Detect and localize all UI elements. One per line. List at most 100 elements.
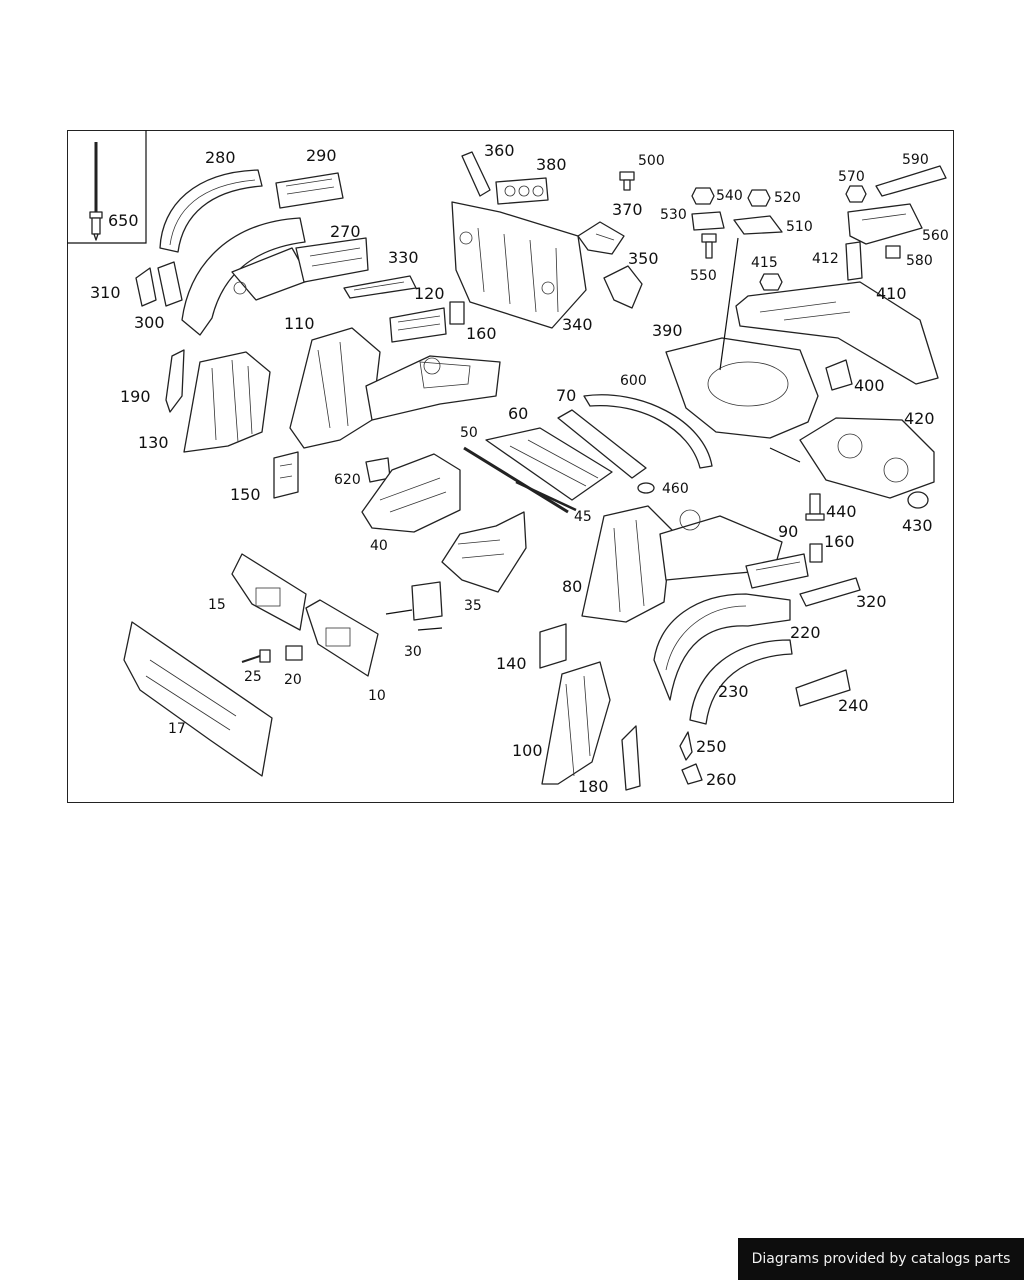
part-20-clip[interactable] <box>285 645 303 661</box>
part-500-bolt[interactable] <box>619 171 635 191</box>
label-230: 230 <box>718 682 749 701</box>
label-310: 310 <box>90 283 121 302</box>
label-160-a: 160 <box>466 324 497 343</box>
part-140-plate[interactable] <box>539 623 567 669</box>
part-160-block-b[interactable] <box>809 543 823 563</box>
label-140: 140 <box>496 654 527 673</box>
part-590-strip[interactable] <box>875 165 947 197</box>
part-520-nut[interactable] <box>747 189 771 207</box>
part-540-nut[interactable] <box>691 187 715 205</box>
part-40-floor-section[interactable] <box>361 453 461 533</box>
part-160-block-a[interactable] <box>449 301 465 325</box>
label-15: 15 <box>208 597 226 613</box>
part-25-bolt[interactable] <box>241 649 271 663</box>
label-440: 440 <box>826 502 857 521</box>
label-330: 330 <box>388 248 419 267</box>
label-530: 530 <box>660 207 687 223</box>
part-410-bumper-beam[interactable] <box>735 281 939 385</box>
part-60-floor-panel[interactable] <box>485 427 613 501</box>
label-260: 260 <box>706 770 737 789</box>
part-45-rod[interactable] <box>515 480 577 512</box>
part-530-bracket[interactable] <box>691 211 725 231</box>
part-110-side-frame[interactable] <box>289 327 501 449</box>
part-180-bracket[interactable] <box>621 725 641 791</box>
part-370-bracket[interactable] <box>577 221 625 255</box>
label-420: 420 <box>904 409 935 428</box>
part-190-bracket[interactable] <box>165 349 185 413</box>
label-250: 250 <box>696 737 727 756</box>
label-390: 390 <box>652 321 683 340</box>
part-340-rear-wall[interactable] <box>451 201 587 329</box>
part-415-nut[interactable] <box>759 273 783 291</box>
part-230-arch-strip[interactable] <box>689 639 793 725</box>
label-110: 110 <box>284 314 315 333</box>
label-570: 570 <box>838 169 865 185</box>
label-280: 280 <box>205 148 236 167</box>
part-150-plate[interactable] <box>273 451 299 499</box>
label-580: 580 <box>906 253 933 269</box>
part-240-bracket[interactable] <box>795 669 851 707</box>
part-270-wheelhouse[interactable] <box>181 217 369 336</box>
part-15-panel[interactable] <box>231 553 307 631</box>
part-360-bracket[interactable] <box>461 151 491 197</box>
inset-box-650 <box>67 130 147 244</box>
label-350: 350 <box>628 249 659 268</box>
part-650-bolt[interactable] <box>89 142 103 241</box>
part-290-bracket[interactable] <box>275 172 344 209</box>
label-120: 120 <box>414 284 445 303</box>
label-80: 80 <box>562 577 582 596</box>
part-570-nut[interactable] <box>845 185 867 203</box>
label-45: 45 <box>574 509 592 525</box>
label-100: 100 <box>512 741 543 760</box>
part-550-bolt[interactable] <box>701 233 717 259</box>
part-440-plug[interactable] <box>805 493 825 521</box>
label-650: 650 <box>108 211 139 230</box>
label-380: 380 <box>536 155 567 174</box>
label-90: 90 <box>778 522 798 541</box>
part-390-spare-wheel-well[interactable] <box>665 237 819 439</box>
part-80-side-frame[interactable] <box>581 505 783 623</box>
label-35: 35 <box>464 598 482 614</box>
label-300: 300 <box>134 313 165 332</box>
part-50-rod[interactable] <box>463 446 569 514</box>
label-270: 270 <box>330 222 361 241</box>
label-240: 240 <box>838 696 869 715</box>
label-370: 370 <box>612 200 643 219</box>
part-17-large-panel[interactable] <box>123 621 273 777</box>
label-17: 17 <box>168 721 186 737</box>
part-350-bracket[interactable] <box>603 265 643 309</box>
part-300-panel[interactable] <box>157 261 183 307</box>
part-400-bracket[interactable] <box>825 359 853 391</box>
part-30-link[interactable] <box>385 581 443 631</box>
part-320-strip[interactable] <box>799 577 861 607</box>
label-10: 10 <box>368 688 386 704</box>
label-25: 25 <box>244 669 262 685</box>
part-280-wheel-arch[interactable] <box>159 169 263 253</box>
part-430-plug[interactable] <box>907 491 929 509</box>
part-310-plate[interactable] <box>135 267 157 307</box>
part-260-clip[interactable] <box>681 763 703 785</box>
part-100-pillar[interactable] <box>541 661 611 785</box>
part-510-bracket[interactable] <box>733 215 783 235</box>
part-10-panel[interactable] <box>305 599 379 677</box>
label-360: 360 <box>484 141 515 160</box>
part-580-clip[interactable] <box>885 245 901 259</box>
label-410: 410 <box>876 284 907 303</box>
part-330-strip[interactable] <box>343 275 417 299</box>
part-90-strip[interactable] <box>745 553 809 589</box>
part-35-seat-base[interactable] <box>441 511 527 593</box>
part-412-bracket[interactable] <box>845 241 863 281</box>
part-250-strip[interactable] <box>679 731 693 761</box>
label-460: 460 <box>662 481 689 497</box>
part-460-grommet[interactable] <box>637 482 655 494</box>
part-70-cross-member[interactable] <box>557 409 647 479</box>
part-380-mount[interactable] <box>495 177 549 205</box>
part-130-pillar[interactable] <box>183 351 271 453</box>
label-620: 620 <box>334 472 361 488</box>
part-600-arch-strip[interactable] <box>583 394 713 469</box>
part-420-underbody-panel[interactable] <box>769 417 935 499</box>
part-220-wheel-arch[interactable] <box>653 593 791 701</box>
part-120-member[interactable] <box>389 307 447 343</box>
part-560-bracket[interactable] <box>847 203 923 245</box>
